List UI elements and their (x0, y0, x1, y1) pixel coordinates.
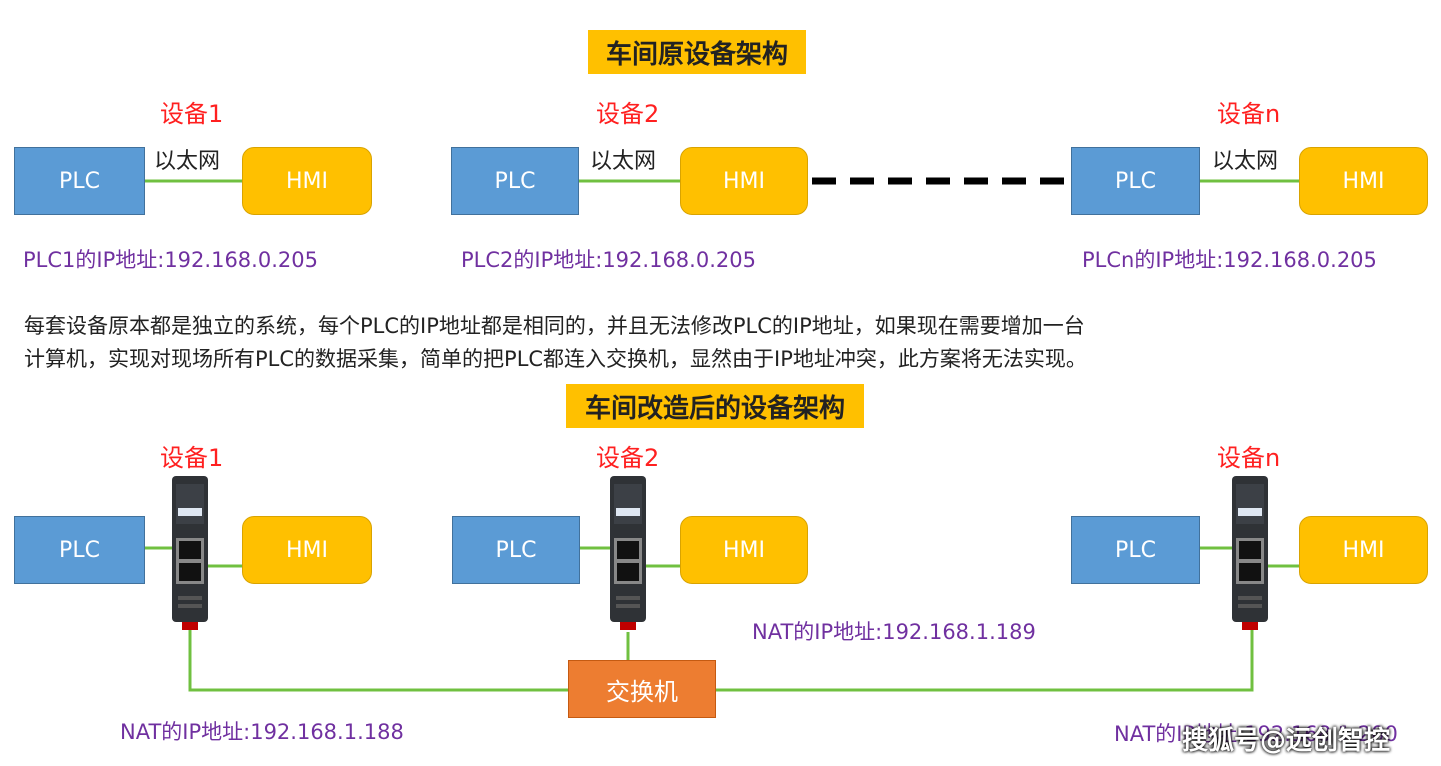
ethernet-label-n: 以太网 (1212, 149, 1279, 174)
natn-ip-label: NAT的IP地址:192.168.1.200 (1114, 722, 1398, 746)
device-label-1: 设备1 (160, 100, 224, 128)
natn-uplink (716, 628, 1254, 692)
plc-box-1-bottom: PLC (14, 516, 145, 584)
plc-box-2-bottom: PLC (452, 516, 580, 584)
ethernet-label-1: 以太网 (154, 149, 221, 174)
device-label-n: 设备n (1217, 100, 1281, 128)
nat1-ip-label: NAT的IP地址:192.168.1.188 (120, 720, 404, 744)
device-label-2-bottom: 设备2 (596, 444, 660, 472)
device-label-2: 设备2 (596, 100, 660, 128)
top-title: 车间原设备架构 (588, 30, 806, 74)
description-line-1: 每套设备原本都是独立的系统，每个PLC的IP地址都是相同的，并且无法修改PLC的… (24, 314, 1085, 338)
plc-box-1: PLC (14, 147, 145, 215)
device-label-n-bottom: 设备n (1217, 444, 1281, 472)
nat-gateway-n (1232, 476, 1268, 630)
device-label-1-bottom: 设备1 (160, 444, 224, 472)
plc-box-n-bottom: PLC (1071, 516, 1200, 584)
nat-gateway-2 (610, 476, 646, 630)
hmi-box-n-bottom: HMI (1299, 516, 1428, 584)
hmi-box-2-bottom: HMI (680, 516, 808, 584)
nat2-ip-label: NAT的IP地址:192.168.1.189 (752, 620, 1036, 644)
watermark: 搜狐号@远创智控 (1182, 726, 1391, 756)
plcn-ip-label: PLCn的IP地址:192.168.0.205 (1082, 248, 1377, 272)
description-line-2: 计算机，实现对现场所有PLC的数据采集，简单的把PLC都连入交换机，显然由于IP… (24, 347, 1087, 371)
switch-box: 交换机 (568, 660, 716, 718)
plc-box-n: PLC (1071, 147, 1200, 215)
nat-gateway-1 (172, 476, 208, 630)
nat1-uplink (188, 630, 568, 692)
hmi-box-1-bottom: HMI (242, 516, 372, 584)
hmi-box-2: HMI (680, 147, 808, 215)
plc1-ip-label: PLC1的IP地址:192.168.0.205 (23, 248, 318, 272)
ethernet-label-2: 以太网 (590, 149, 657, 174)
hmi-box-n: HMI (1299, 147, 1428, 215)
plc2-ip-label: PLC2的IP地址:192.168.0.205 (461, 248, 756, 272)
bottom-title: 车间改造后的设备架构 (566, 384, 864, 428)
hmi-box-1: HMI (242, 147, 372, 215)
plc-box-2: PLC (451, 147, 579, 215)
